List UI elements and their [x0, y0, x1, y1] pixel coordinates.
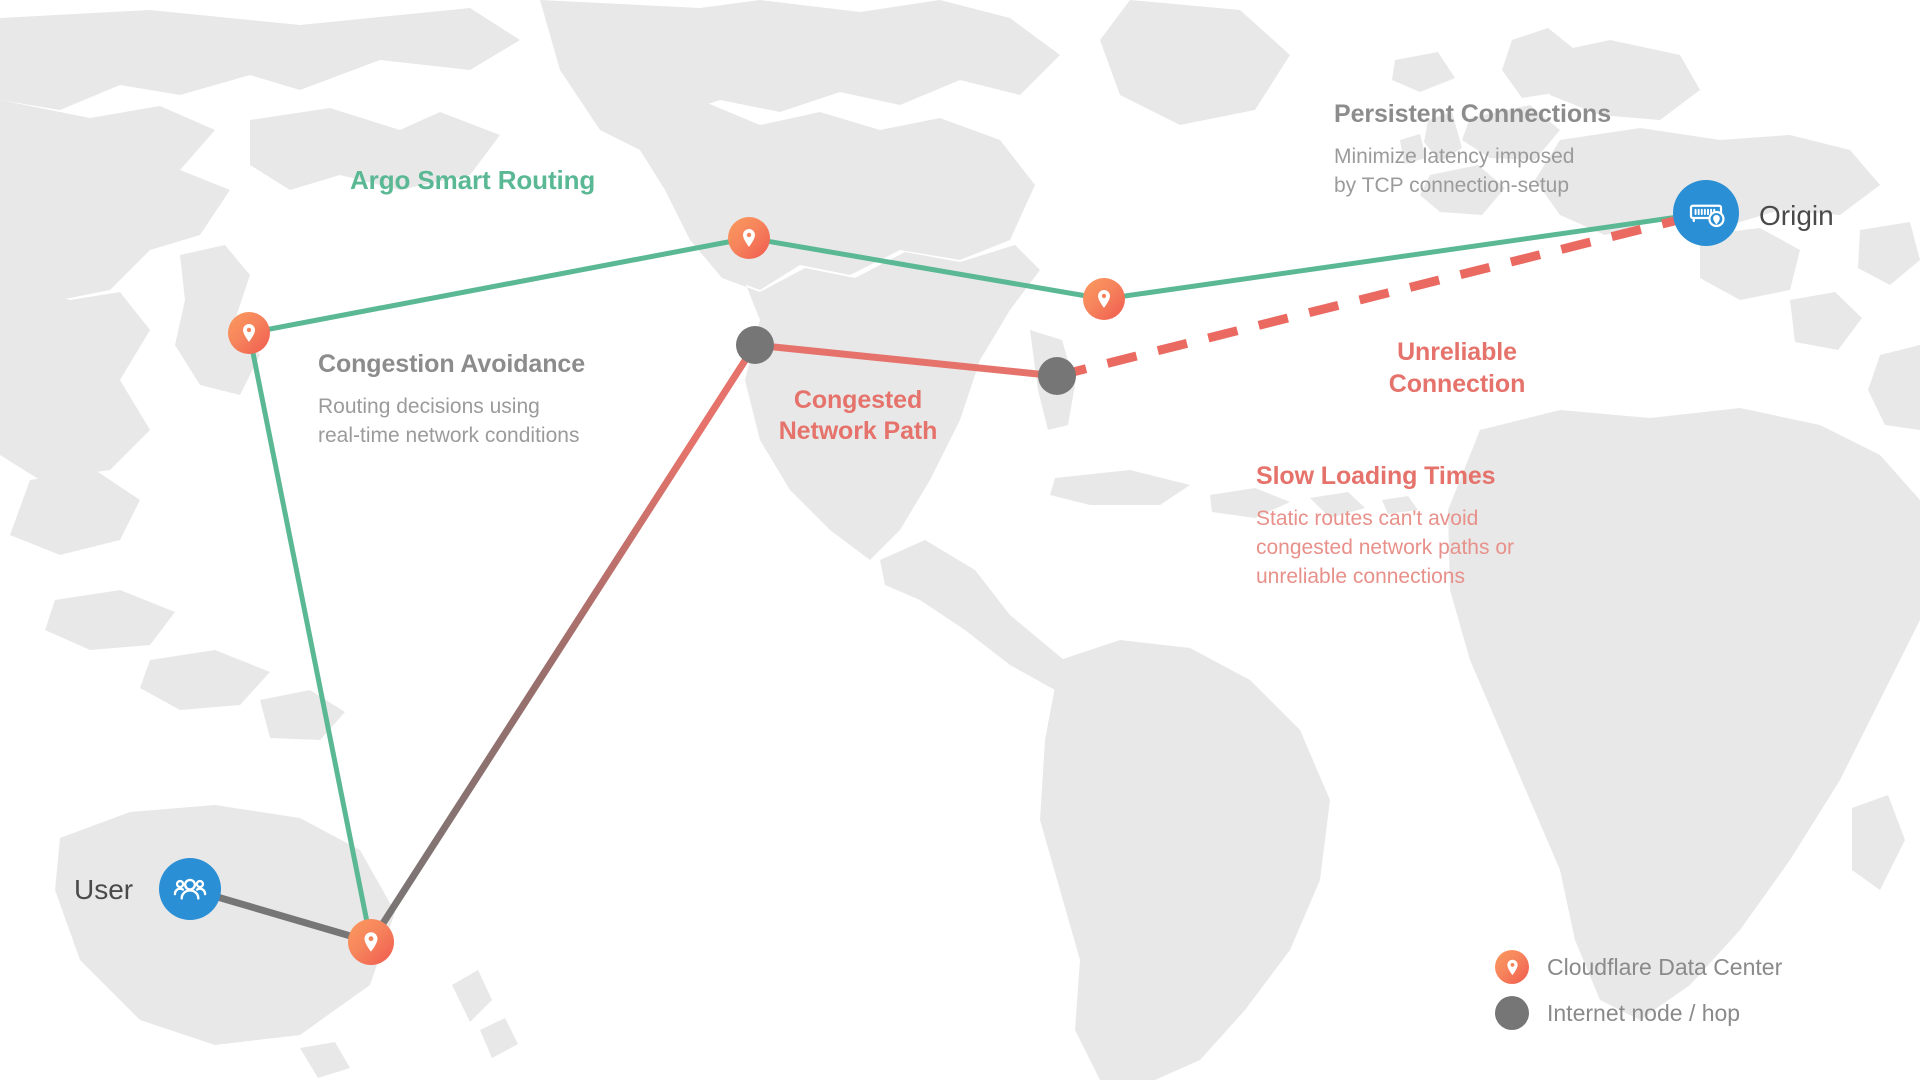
annotation-unreliable-connection: Unreliable Connection	[1332, 336, 1582, 400]
annotation-title: Argo Smart Routing	[350, 165, 596, 195]
map-pin-icon	[743, 229, 755, 247]
map-pin-icon	[1495, 950, 1529, 984]
legend-item-cloudflare-data-center: Cloudflare Data Center	[1495, 944, 1782, 990]
cloudflare-data-center-pin-sydney[interactable]	[348, 919, 394, 965]
annotation-title: Congestion Avoidance	[318, 350, 586, 378]
internet-hop-node-west[interactable]	[736, 326, 774, 364]
annotation-slow-loading-times: Slow Loading Times Static routes can't a…	[1256, 462, 1514, 591]
legend-item-internet-node: Internet node / hop	[1495, 990, 1782, 1036]
edge-user-to-sydney	[186, 885, 375, 946]
annotation-title: Slow Loading Times	[1256, 462, 1496, 490]
edge-hop-east-to-origin	[1055, 208, 1708, 381]
cloudflare-data-center-pin-tokyo[interactable]	[228, 312, 270, 354]
internet-hop-node-east[interactable]	[1038, 357, 1076, 395]
edge-newyork-to-origin	[1101, 210, 1709, 302]
edge-seattle-to-newyork	[746, 235, 1107, 302]
annotation-title: Unreliable Connection	[1388, 338, 1526, 398]
annotation-description: Minimize latency imposed by TCP connecti…	[1334, 145, 1575, 197]
annotation-congested-network-path: Congested Network Path	[748, 385, 968, 447]
edge-sydney-to-tokyo	[246, 330, 374, 945]
cloudflare-data-center-pin-seattle[interactable]	[728, 217, 770, 259]
user-node[interactable]	[159, 858, 221, 920]
legend-item-label: Internet node / hop	[1547, 999, 1741, 1026]
edge-tokyo-to-seattle	[246, 235, 752, 336]
annotation-argo-smart-routing: Argo Smart Routing	[350, 165, 595, 196]
annotation-persistent-connections: Persistent Connections Minimize latency …	[1334, 100, 1611, 200]
annotation-description: Static routes can't avoid congested netw…	[1256, 507, 1514, 588]
annotation-title: Congested Network Path	[778, 386, 938, 445]
users-group-icon	[173, 878, 207, 900]
user-label: User	[74, 874, 134, 905]
edge-hop-west-to-hop-east	[751, 341, 1061, 380]
legend-item-label: Cloudflare Data Center	[1547, 953, 1783, 980]
map-pin-icon	[364, 932, 378, 952]
server-rack-icon	[1689, 204, 1725, 228]
legend: Cloudflare Data Center Internet node / h…	[1495, 944, 1782, 1036]
annotation-description: Routing decisions using real-time networ…	[318, 395, 580, 447]
circle-dot-icon	[1495, 996, 1529, 1030]
edge-sydney-to-hop-west	[367, 341, 759, 946]
annotation-congestion-avoidance: Congestion Avoidance Routing decisions u…	[318, 350, 585, 450]
origin-node[interactable]	[1673, 180, 1739, 246]
cloudflare-data-center-pin-newyork[interactable]	[1083, 278, 1125, 320]
map-pin-icon	[243, 324, 255, 342]
annotation-title: Persistent Connections	[1334, 100, 1612, 128]
origin-label: Origin	[1759, 200, 1834, 231]
map-pin-icon	[1098, 290, 1110, 308]
